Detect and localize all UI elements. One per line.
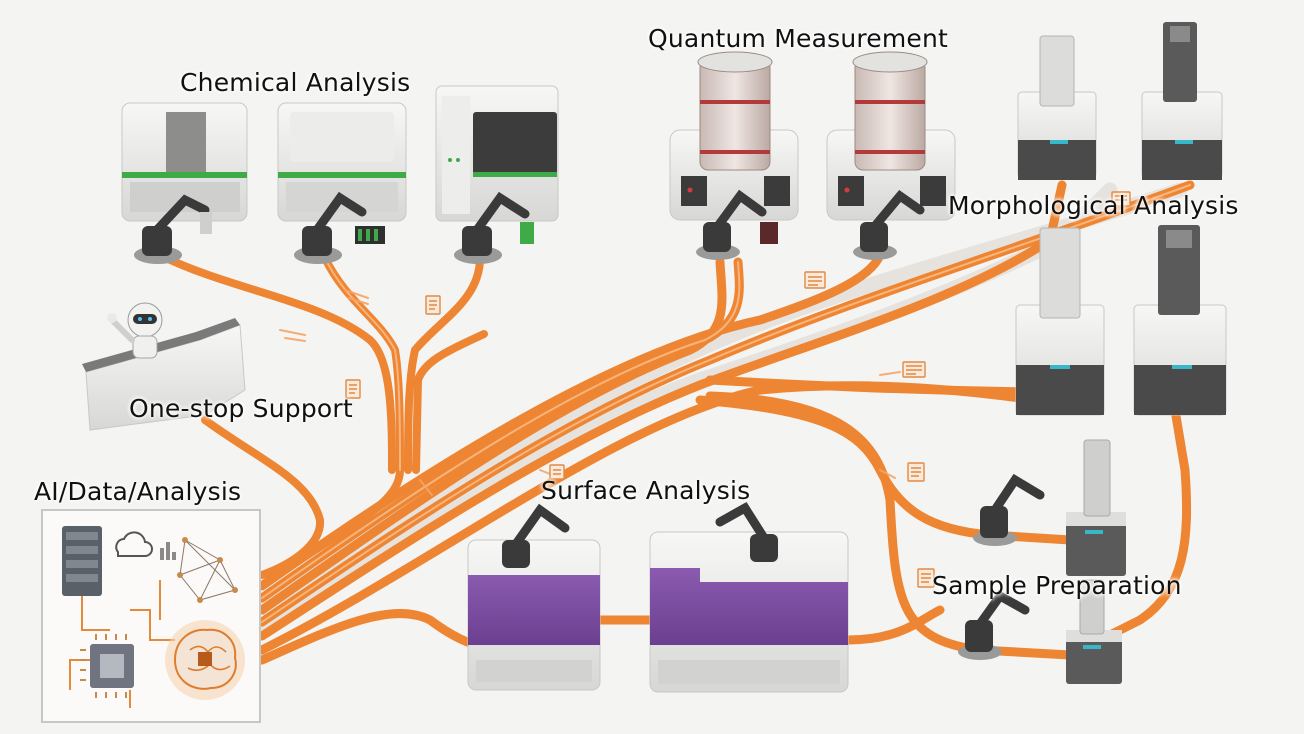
label-chemical-analysis: Chemical Analysis [180, 68, 411, 97]
robot-arm-icon [134, 194, 212, 264]
robot-arm-icon [696, 189, 778, 260]
document-icon [425, 295, 441, 315]
track-ai-to-quantum-1 [257, 257, 727, 615]
chemical-instrument-2 [277, 102, 407, 222]
microscope-instrument-2 [1141, 22, 1223, 180]
robot-arm-icon [715, 501, 778, 562]
document-icon [804, 271, 826, 289]
label-morphological-analysis: Morphological Analysis [948, 191, 1239, 220]
robot-arm-icon [853, 189, 925, 260]
chemical-analysis-group [121, 85, 559, 264]
bar-chart-icon [160, 542, 176, 560]
document-icon [907, 462, 925, 482]
robot-arm-icon [454, 191, 534, 264]
sample-prep-instrument-1 [1066, 439, 1126, 576]
track-chem-4 [412, 330, 488, 474]
label-one-stop-support: One-stop Support [129, 394, 353, 423]
network-graph-icon [177, 537, 238, 603]
chemical-instrument-3 [435, 85, 559, 222]
support-desk [82, 318, 246, 431]
surface-analysis-group [467, 501, 849, 693]
robot-arm-icon [502, 503, 570, 568]
track-surface-right [843, 605, 945, 645]
track-morph-left-mid [705, 375, 1035, 397]
label-ai-data-analysis: AI/Data/Analysis [34, 477, 242, 506]
track-ai-to-morph-1 [257, 180, 1067, 641]
track-morph-right-down [1095, 405, 1192, 645]
document-icon [917, 568, 935, 588]
ai-data-panel [41, 509, 261, 723]
surface-tracks [257, 605, 945, 665]
document-icon [345, 379, 361, 399]
surface-instrument-2 [649, 531, 849, 693]
track-chem-1 [156, 251, 396, 474]
track-ai-to-surface [257, 609, 485, 665]
server-rack-icon [62, 526, 102, 596]
robot-arm-icon [958, 590, 1030, 660]
microscope-instrument-1 [1017, 35, 1097, 180]
track-to-sample-prep-2 [705, 391, 1075, 660]
label-quantum-measurement: Quantum Measurement [648, 24, 949, 53]
track-chem-merge [258, 466, 404, 589]
robot-arm-icon [294, 191, 385, 264]
document-icon [549, 464, 565, 480]
label-sample-preparation: Sample Preparation [932, 571, 1182, 600]
one-stop-support-group [82, 302, 246, 431]
microscope-instrument-4 [1133, 225, 1227, 416]
track-support [201, 416, 325, 579]
chemical-instrument-1 [121, 102, 248, 222]
label-surface-analysis: Surface Analysis [541, 476, 751, 505]
support-tracks [201, 416, 325, 579]
brain-ai-icon [165, 620, 245, 700]
surface-instrument-1 [467, 539, 601, 691]
sample-preparation-group [958, 439, 1126, 684]
robot-arm-icon [973, 473, 1045, 546]
cpu-chip-icon [80, 634, 134, 698]
robot-assistant-icon [107, 302, 163, 359]
track-chem-3 [404, 254, 484, 474]
cloud-icon [115, 531, 153, 557]
quantum-measurement-group [669, 51, 956, 260]
data-packet-icons [345, 191, 1131, 588]
quantum-instrument-2 [826, 51, 956, 221]
document-icon [902, 361, 926, 378]
morphological-analysis-group [1015, 22, 1227, 416]
sample-prep-instrument-2 [1066, 579, 1122, 684]
quantum-instrument-1 [669, 51, 799, 221]
document-icon [1111, 191, 1131, 207]
conveyor-tracks [156, 180, 1195, 665]
microscope-instrument-3 [1015, 227, 1105, 416]
